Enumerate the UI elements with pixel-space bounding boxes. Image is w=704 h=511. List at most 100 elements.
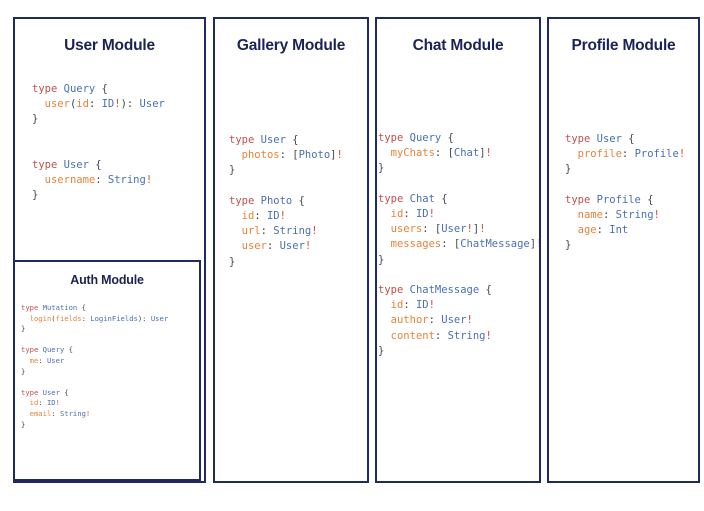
code-token: fields — [55, 313, 82, 323]
code-token: } — [32, 189, 39, 202]
code-token: type — [378, 132, 404, 144]
code-line: } — [378, 161, 539, 176]
code-token: Photo — [260, 194, 293, 207]
code-token: { — [59, 387, 69, 397]
code-token: users — [390, 223, 423, 236]
panel-profile-module[interactable]: Profile Module type User { profile: Prof… — [547, 17, 700, 483]
code-token — [21, 398, 30, 407]
code-token: : — [88, 98, 102, 111]
code-line: type User { — [565, 132, 685, 147]
panel-chat-module[interactable]: Chat Module type Query { myChats: [Chat]… — [375, 17, 541, 483]
code-line — [565, 178, 685, 193]
code-token — [21, 356, 30, 365]
code-line: myChats: [Chat]! — [378, 146, 539, 161]
code-token: Profile — [634, 148, 679, 161]
code-token — [32, 98, 45, 110]
code-token: ] — [472, 223, 480, 236]
code-token: { — [640, 193, 654, 206]
code-token: ID — [415, 208, 429, 221]
code-line: messages: [ChatMessage]! — [378, 237, 539, 252]
code-token: : — [51, 408, 60, 418]
code-token — [565, 224, 578, 236]
panel-gallery-module[interactable]: Gallery Module type User { photos: [Phot… — [213, 17, 369, 483]
code-line: } — [378, 344, 539, 359]
code-line: type Chat { — [378, 192, 539, 207]
code-token — [565, 148, 578, 160]
code-token: : — [254, 210, 267, 223]
code-token: type — [565, 133, 591, 145]
code-line: author: User! — [378, 313, 539, 328]
code-block-user-module: type Query { user(id: ID!): User} type U… — [32, 82, 165, 204]
code-token: { — [77, 303, 86, 312]
code-token: email — [29, 408, 52, 418]
code-token: String — [59, 408, 86, 418]
code-token: } — [21, 324, 26, 334]
code-token: ! — [485, 329, 492, 342]
code-block-auth-module: type Mutation { login(fields: LoginField… — [21, 303, 168, 430]
code-token: User — [279, 240, 305, 253]
code-token — [21, 409, 30, 418]
code-token: String — [447, 329, 486, 342]
code-token: content — [390, 329, 435, 342]
code-token — [378, 147, 391, 159]
code-token — [229, 210, 242, 222]
code-token: type — [229, 194, 255, 207]
code-token: User — [150, 313, 169, 323]
code-token: profile — [577, 148, 622, 161]
code-line: type Query { — [21, 345, 168, 356]
code-token: Chat — [409, 192, 435, 205]
code-token: id — [76, 98, 89, 111]
code-token: String — [107, 174, 146, 187]
code-token: : [ — [441, 238, 461, 251]
code-line — [32, 128, 165, 143]
code-line: type Query { — [378, 131, 539, 146]
code-line: id: ID! — [21, 398, 168, 409]
code-line: type Query { — [32, 82, 165, 97]
code-token: : — [95, 174, 108, 187]
panel-title-user-module: User Module — [64, 37, 155, 54]
code-token: : — [602, 209, 616, 222]
code-token: ID — [46, 398, 56, 408]
code-token: { — [292, 194, 305, 207]
code-token: { — [95, 83, 108, 95]
panel-auth-module[interactable]: Auth Module type Mutation { login(fields… — [15, 260, 201, 481]
code-line — [32, 143, 165, 158]
code-line: id: ID! — [378, 298, 539, 313]
code-token: ! — [55, 398, 60, 408]
code-token: id — [390, 208, 404, 221]
code-line — [378, 177, 539, 192]
code-token: id — [390, 299, 404, 312]
code-token: } — [32, 113, 39, 126]
code-token: id — [241, 210, 255, 223]
code-token: type — [21, 345, 39, 355]
code-token: name — [577, 209, 603, 222]
code-token: : — [621, 148, 635, 161]
code-token: type — [229, 134, 255, 146]
code-token: { — [88, 159, 102, 172]
panel-user-module[interactable]: User Module type Query { user(id: ID!): … — [13, 17, 206, 483]
code-token: ): — [120, 98, 140, 111]
code-token: String — [615, 209, 654, 222]
code-token: } — [21, 366, 26, 376]
panel-title-auth-module: Auth Module — [70, 273, 144, 287]
code-token: Query — [63, 83, 96, 95]
code-token — [378, 238, 391, 250]
code-token: User — [441, 314, 467, 327]
code-token: ! — [145, 174, 153, 187]
code-token: ! — [536, 238, 539, 250]
code-token: } — [378, 344, 385, 357]
code-token: id — [29, 398, 39, 408]
code-token: ! — [85, 408, 91, 418]
code-line: } — [565, 238, 685, 253]
code-token: ( — [51, 313, 56, 323]
code-token: type — [32, 83, 58, 95]
code-token: ! — [279, 210, 286, 223]
panel-title-chat-module: Chat Module — [412, 37, 504, 54]
code-token: { — [441, 132, 454, 144]
code-token: photos — [241, 149, 280, 162]
code-line: content: String! — [378, 329, 539, 344]
code-token: { — [434, 192, 448, 205]
code-token: Mutation — [42, 303, 78, 312]
code-token — [378, 223, 391, 235]
